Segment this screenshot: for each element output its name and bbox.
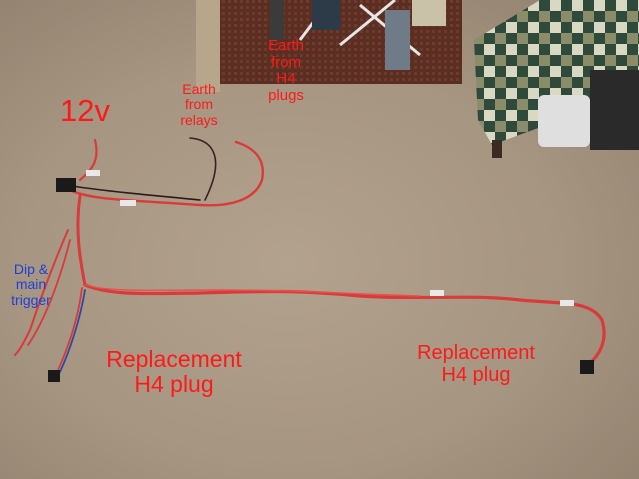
floor-edge [196, 0, 220, 92]
label-earth-from-relays: Earth from relays [180, 81, 218, 128]
label-12v: 12v [60, 93, 110, 128]
furniture-leg [492, 140, 502, 158]
dark-object [590, 70, 639, 150]
label-dip-main-trigger: Dip & main trigger [11, 261, 51, 308]
clothes-airer [270, 0, 446, 70]
label-earth-from-h4-plugs: Earth from H4 plugs [268, 37, 304, 104]
label-replacement-h4-right: Replacement H4 plug [417, 342, 535, 386]
label-replacement-h4-left: Replacement H4 plug [106, 346, 242, 398]
connectors [48, 170, 594, 382]
wiring-harness [14, 137, 606, 376]
white-box [538, 95, 590, 147]
